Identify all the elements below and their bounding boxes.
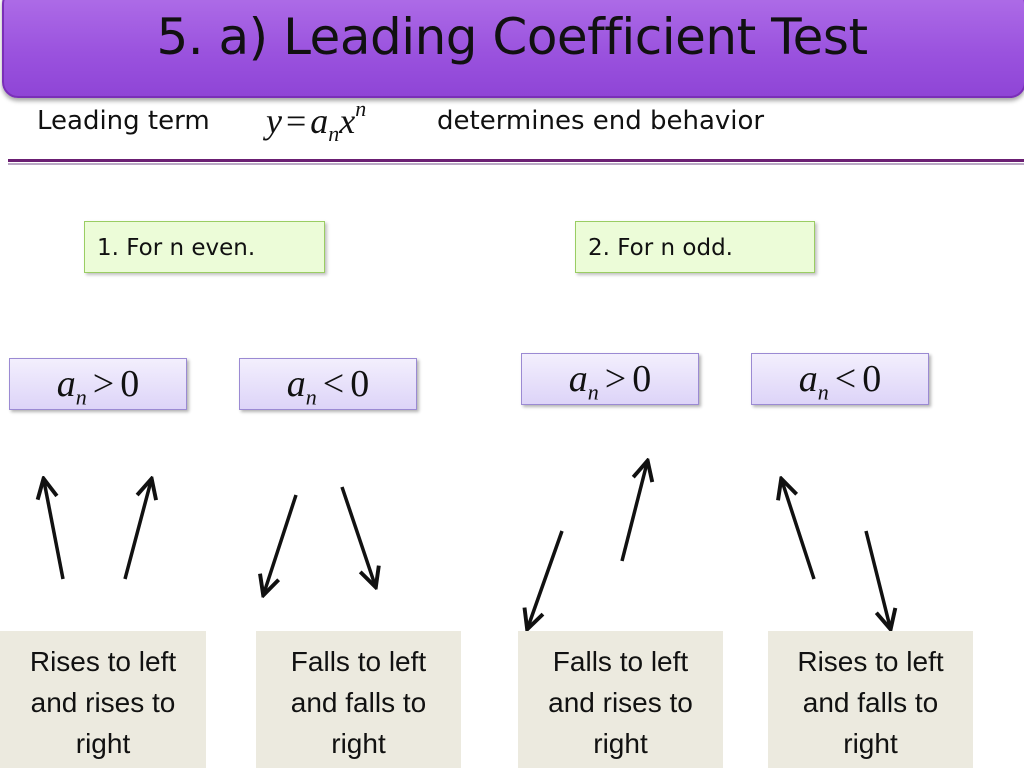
description-line: Falls to left — [290, 646, 427, 677]
case-even-label: 1. For n even. — [97, 235, 256, 261]
description-line: right — [75, 728, 131, 759]
description-line: right — [331, 728, 386, 759]
condition-op: < — [834, 358, 857, 400]
description-rises-falls: Rises to left and falls to right — [768, 631, 973, 768]
subtitle-right: determines end behavior — [437, 106, 765, 136]
case-odd-label: 2. For n odd. — [588, 235, 733, 261]
description-line: Rises to left — [29, 646, 177, 677]
condition-val: 0 — [120, 363, 140, 405]
condition-sub: n — [817, 379, 829, 405]
description-rises-rises: Rises to left and rises to right — [0, 631, 206, 768]
arrow-down-left-icon — [264, 494, 298, 593]
divider-shadow — [8, 163, 1024, 165]
divider — [8, 159, 1024, 162]
subtitle-row: Leading term y=anxn determines end behav… — [37, 96, 1017, 150]
condition-sub: n — [587, 379, 599, 405]
arrow-up-right-icon — [123, 481, 151, 580]
arrow-up-right-icon — [620, 463, 647, 562]
description-falls-rises: Falls to left and rises to right — [518, 631, 723, 768]
condition-sub: n — [305, 384, 317, 410]
description-falls-falls: Falls to left and falls to right — [256, 631, 461, 768]
formula-y: y — [266, 101, 282, 141]
condition-odd-negative: an<0 — [751, 353, 929, 405]
title-bar — [2, 0, 1024, 98]
description-line: Falls to left — [552, 646, 689, 677]
case-even-box: 1. For n even. — [84, 221, 325, 273]
formula-exponent: n — [355, 96, 367, 121]
description-line: and rises to — [30, 687, 176, 718]
condition-a: a — [56, 363, 76, 405]
description-line: and falls to — [802, 687, 939, 718]
condition-even-negative: an<0 — [239, 358, 417, 410]
arrow-down-right-icon — [864, 530, 890, 627]
condition-odd-positive: an>0 — [521, 353, 699, 405]
leading-term-formula: y=anxn — [266, 96, 366, 147]
condition-val: 0 — [862, 358, 882, 400]
formula-equals: = — [285, 101, 307, 141]
case-odd-box: 2. For n odd. — [575, 221, 815, 273]
description-line: right — [593, 728, 648, 759]
description-line: and rises to — [548, 687, 693, 718]
description-line: Rises to left — [797, 646, 944, 677]
subtitle-left: Leading term — [37, 106, 210, 136]
arrow-down-left-icon — [528, 530, 564, 627]
formula-x: x — [339, 101, 356, 141]
description-line: right — [843, 728, 898, 759]
formula-subscript: n — [328, 121, 340, 147]
condition-val: 0 — [350, 363, 370, 405]
condition-op: < — [322, 363, 345, 405]
arrow-up-left-icon — [782, 481, 816, 580]
description-line: and falls to — [290, 687, 427, 718]
condition-val: 0 — [632, 358, 652, 400]
condition-a: a — [568, 358, 588, 400]
page-title: 5. a) Leading Coefficient Test — [156, 8, 868, 66]
condition-a: a — [798, 358, 818, 400]
condition-a: a — [286, 363, 306, 405]
condition-even-positive: an>0 — [9, 358, 187, 410]
condition-op: > — [92, 363, 115, 405]
arrow-down-right-icon — [340, 486, 375, 585]
formula-a: a — [310, 101, 329, 141]
condition-sub: n — [75, 384, 87, 410]
arrow-up-left-icon — [44, 481, 65, 580]
condition-op: > — [604, 358, 627, 400]
